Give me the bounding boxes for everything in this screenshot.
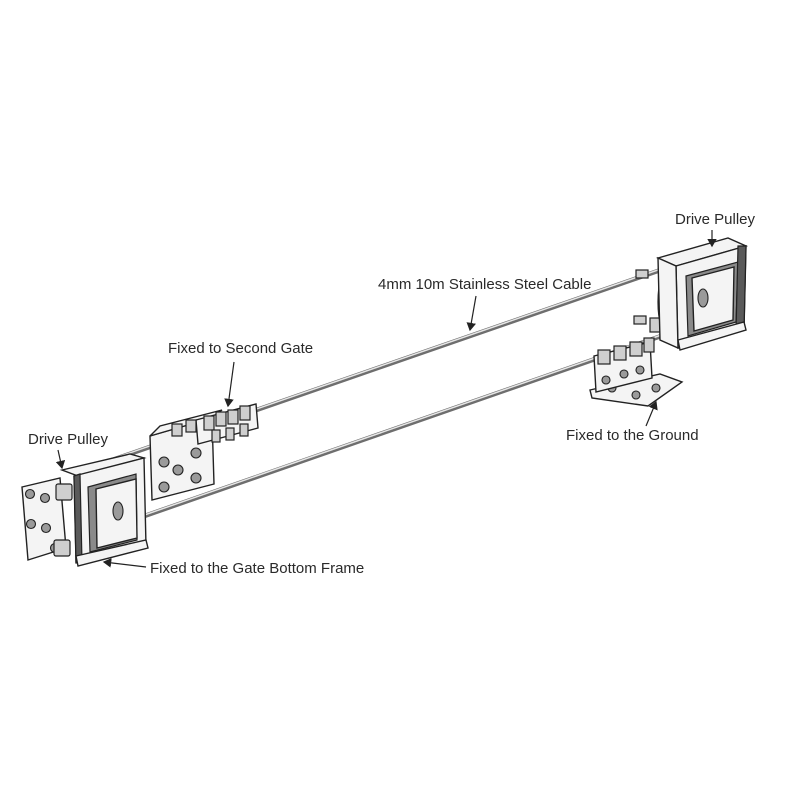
ground-leader: [645, 400, 658, 427]
right-drive-pulley: [633, 237, 749, 351]
ground-label: Fixed to the Ground: [566, 427, 699, 444]
cable-leader: [466, 295, 477, 332]
drive-pulley-right-label: Drive Pulley: [675, 211, 756, 228]
gate-bottom-frame-label: Fixed to the Gate Bottom Frame: [150, 560, 364, 577]
second-gate-leader: [224, 361, 235, 408]
left-drive-pulley: [21, 453, 149, 567]
drive-pulley-left-leader: [55, 449, 66, 470]
second-gate-clamp: [149, 403, 259, 501]
drive-pulley-left-label: Drive Pulley: [28, 431, 109, 448]
second-gate-label: Fixed to Second Gate: [168, 340, 313, 357]
gate-bottom-frame-leader: [102, 558, 147, 568]
cable-label: 4mm 10m Stainless Steel Cable: [378, 276, 591, 293]
ground-clamp: [589, 337, 684, 407]
